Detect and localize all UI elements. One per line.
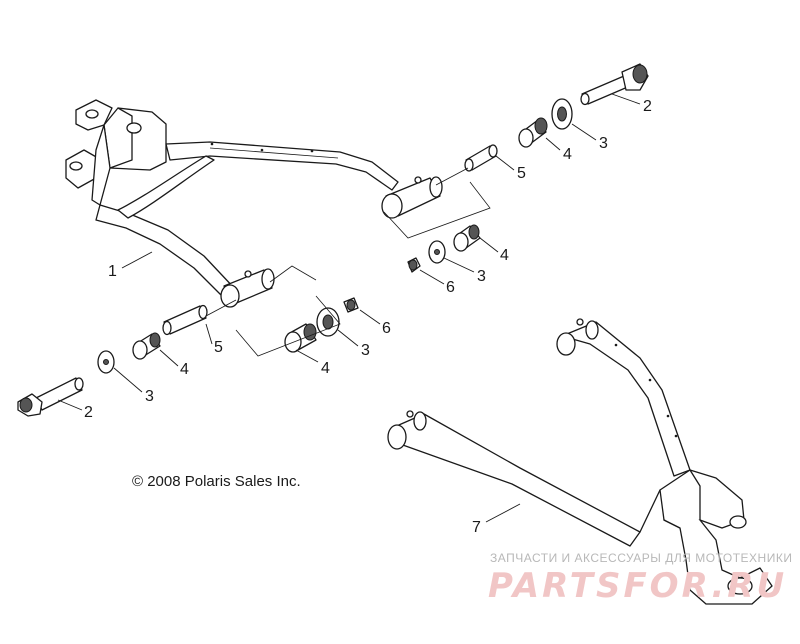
callout-4-low: 4 xyxy=(321,360,330,377)
watermark: ЗАПЧАСТИ И АКСЕССУАРЫ ДЛЯ МОТОТЕХНИКИ PA… xyxy=(488,551,792,606)
bolt-part-2-left xyxy=(17,377,84,417)
washer-part-3-left xyxy=(97,350,115,374)
callout-7: 7 xyxy=(472,519,481,536)
leader-lines xyxy=(57,93,641,523)
bolt-part-2-top xyxy=(580,63,649,106)
callout-4-mid: 4 xyxy=(500,247,509,264)
callout-3-top: 3 xyxy=(599,135,608,152)
callout-6-mid: 6 xyxy=(446,279,455,296)
callout-3-left: 3 xyxy=(145,388,154,405)
watermark-subtitle: ЗАПЧАСТИ И АКСЕССУАРЫ ДЛЯ МОТОТЕХНИКИ xyxy=(490,551,792,565)
bushing-part-4-low xyxy=(284,323,317,353)
callout-1: 1 xyxy=(108,263,117,280)
explosion-lines xyxy=(205,167,491,357)
washer-part-3-top xyxy=(551,98,573,130)
nut-part-6-low xyxy=(343,297,359,313)
sleeve-part-5-left xyxy=(162,304,208,336)
washer-part-3-mid xyxy=(428,240,446,264)
callout-5-left: 5 xyxy=(214,339,223,356)
sleeve-part-5-top xyxy=(464,144,498,172)
callout-3-low: 3 xyxy=(361,342,370,359)
copyright-notice: © 2008 Polaris Sales Inc. xyxy=(132,473,301,490)
nut-part-6-mid xyxy=(407,257,421,273)
callout-5-top: 5 xyxy=(517,165,526,182)
callout-4-left: 4 xyxy=(180,361,189,378)
bushing-part-4-top xyxy=(518,117,548,148)
callout-2-left: 2 xyxy=(84,404,93,421)
bushing-part-4-mid xyxy=(453,224,481,252)
lower-a-arm-part-7 xyxy=(387,318,773,605)
washer-part-3-low xyxy=(316,307,340,337)
callout-4-top: 4 xyxy=(563,146,572,163)
callout-6-low: 6 xyxy=(382,320,391,337)
bushing-part-4-left xyxy=(132,332,161,360)
watermark-logo: PARTSFOR.RU xyxy=(488,566,787,606)
callout-2-top: 2 xyxy=(643,98,652,115)
callout-3-mid: 3 xyxy=(477,268,486,285)
callout-labels: 1 2 3 4 5 4 3 6 5 4 3 2 6 3 4 7 xyxy=(84,98,652,536)
upper-a-arm-part-1 xyxy=(65,99,443,308)
